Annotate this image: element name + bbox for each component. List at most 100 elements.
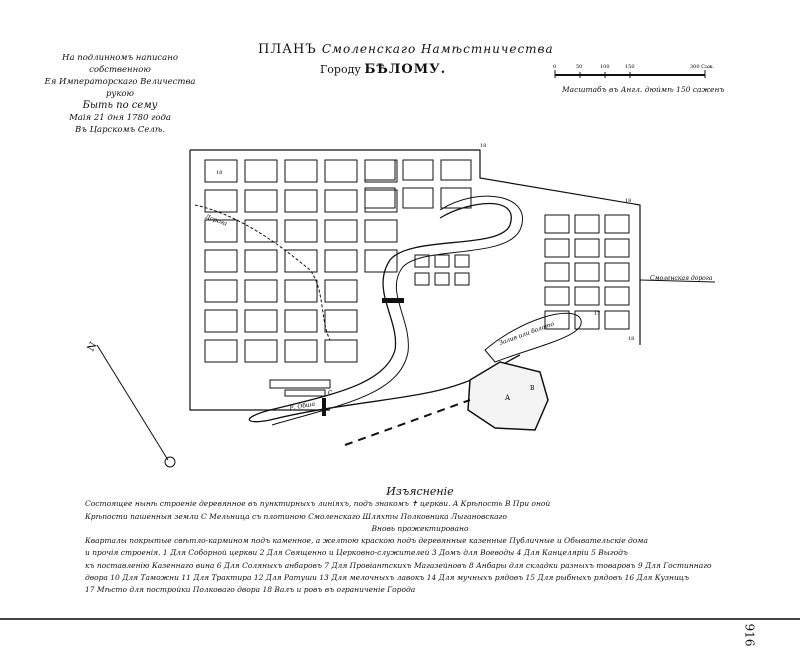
city-block bbox=[574, 310, 600, 330]
city-block bbox=[244, 249, 278, 273]
city-block bbox=[244, 279, 278, 303]
city-block bbox=[364, 219, 398, 243]
label-n0: 18 bbox=[480, 143, 486, 149]
city-block bbox=[204, 159, 238, 183]
city-block bbox=[324, 249, 358, 273]
label-road-right: Смоленская дорога bbox=[650, 275, 713, 282]
map-title: ПЛАНЪ Смоленскаго Намѣстничества bbox=[258, 42, 554, 57]
legend-line: Крѣпости пашенныя земли C Мельница съ пл… bbox=[85, 511, 507, 521]
label-n3: 18 bbox=[216, 170, 222, 176]
legend-heading: Изъясненіе bbox=[386, 485, 454, 498]
dashed-road-south bbox=[344, 399, 471, 446]
road-left bbox=[194, 204, 331, 341]
label-road-left: Дорога bbox=[203, 213, 228, 228]
label-n1: 18 bbox=[625, 198, 631, 204]
label-b: B bbox=[530, 385, 535, 392]
city-block bbox=[204, 279, 238, 303]
city-block bbox=[204, 189, 238, 213]
label-c: C bbox=[328, 390, 333, 397]
legend-line: двора 10 Для Таможни 11 Для Трактира 12 … bbox=[85, 573, 690, 583]
legend-line: и прочія строенія. 1 Для Соборной церкви… bbox=[85, 548, 628, 558]
city-block bbox=[574, 262, 600, 282]
lake bbox=[484, 312, 582, 363]
city-block bbox=[244, 309, 278, 333]
city-block bbox=[544, 286, 570, 306]
label-n2: 18 bbox=[628, 336, 634, 342]
city-block bbox=[284, 309, 318, 333]
legend-subheading: Вновь прожектировано bbox=[371, 523, 469, 533]
city-block bbox=[204, 249, 238, 273]
approval-line: Ея Императорскаго Величества рукою bbox=[44, 77, 196, 99]
city-block bbox=[284, 219, 318, 243]
city-block bbox=[269, 379, 331, 389]
city-block bbox=[414, 272, 430, 286]
city-block bbox=[402, 187, 434, 209]
scale-tick-4: 300 Саж. bbox=[690, 64, 715, 70]
compass-needle bbox=[96, 344, 169, 461]
compass-south-mark bbox=[164, 456, 176, 468]
city-block bbox=[440, 159, 472, 181]
city-block bbox=[324, 279, 358, 303]
label-fortress-a: A bbox=[504, 394, 511, 402]
label-n4: 17 bbox=[594, 311, 600, 317]
city-block bbox=[574, 238, 600, 258]
page-number: 916 bbox=[742, 623, 757, 647]
legend-line: Состоящее нынѣ строеніе деревянное въ пу… bbox=[85, 499, 551, 509]
city-block bbox=[544, 262, 570, 282]
rampart-west bbox=[189, 150, 330, 411]
bridge bbox=[382, 298, 404, 303]
scale-tick-1: 50 bbox=[576, 64, 582, 70]
city-block bbox=[284, 159, 318, 183]
city-block bbox=[364, 189, 398, 213]
city-block bbox=[244, 339, 278, 363]
city-block bbox=[204, 219, 238, 243]
city-block bbox=[440, 187, 472, 209]
city-block bbox=[204, 309, 238, 333]
town-rampart bbox=[190, 149, 641, 345]
city-block bbox=[544, 214, 570, 234]
map-subtitle: Городу БѢЛОМУ. bbox=[320, 62, 447, 77]
city-block bbox=[454, 272, 470, 286]
legend-line: 17 Мѣсто для постройки Полковаго двора 1… bbox=[85, 585, 416, 595]
city-block bbox=[414, 254, 430, 268]
city-block bbox=[544, 238, 570, 258]
city-block bbox=[544, 310, 570, 330]
city-block bbox=[324, 159, 358, 183]
city-block bbox=[284, 249, 318, 273]
city-block bbox=[324, 219, 358, 243]
legend-line: къ поставленію Казеннаго вина 6 Для Соля… bbox=[85, 560, 712, 570]
city-block bbox=[284, 189, 318, 213]
city-blocks bbox=[204, 159, 630, 397]
dam-c bbox=[322, 398, 326, 416]
approval-line: Быть по сему bbox=[82, 100, 158, 111]
city-block bbox=[574, 286, 600, 306]
city-block bbox=[604, 262, 630, 282]
scale-tick-2: 100 bbox=[600, 64, 610, 70]
scale-bar: 0 50 100 150 300 Саж. bbox=[553, 64, 715, 78]
city-block bbox=[434, 254, 450, 268]
city-block bbox=[364, 159, 398, 183]
city-block bbox=[604, 238, 630, 258]
city-block bbox=[604, 310, 630, 330]
fortress-a bbox=[467, 361, 549, 431]
approval-line: Въ Царскомъ Селѣ. bbox=[74, 125, 166, 135]
approval-line: Маія 21 дня 1780 года bbox=[69, 113, 171, 123]
city-block bbox=[324, 309, 358, 333]
city-block bbox=[324, 339, 358, 363]
city-block bbox=[364, 249, 398, 273]
city-block bbox=[244, 159, 278, 183]
legend-line: Кварталы покрытые свѣтло-кармином подъ к… bbox=[85, 536, 648, 546]
compass-north: N bbox=[86, 340, 100, 353]
city-block bbox=[364, 159, 396, 181]
scale-tick-0: 0 bbox=[553, 64, 556, 70]
city-block bbox=[204, 339, 238, 363]
imperial-approval: На подлинномъ написано собственною Ея Им… bbox=[40, 52, 200, 136]
scale-tick-3: 150 bbox=[625, 64, 635, 70]
river bbox=[248, 202, 521, 423]
legend: Изъясненіе Состоящее нынѣ строеніе дерев… bbox=[85, 485, 755, 597]
city-block bbox=[402, 159, 434, 181]
city-block bbox=[284, 339, 318, 363]
road-right bbox=[639, 279, 716, 283]
scale-caption: Масштабъ въ Англ. дюймѣ 150 саженъ bbox=[562, 85, 725, 94]
city-block bbox=[574, 214, 600, 234]
